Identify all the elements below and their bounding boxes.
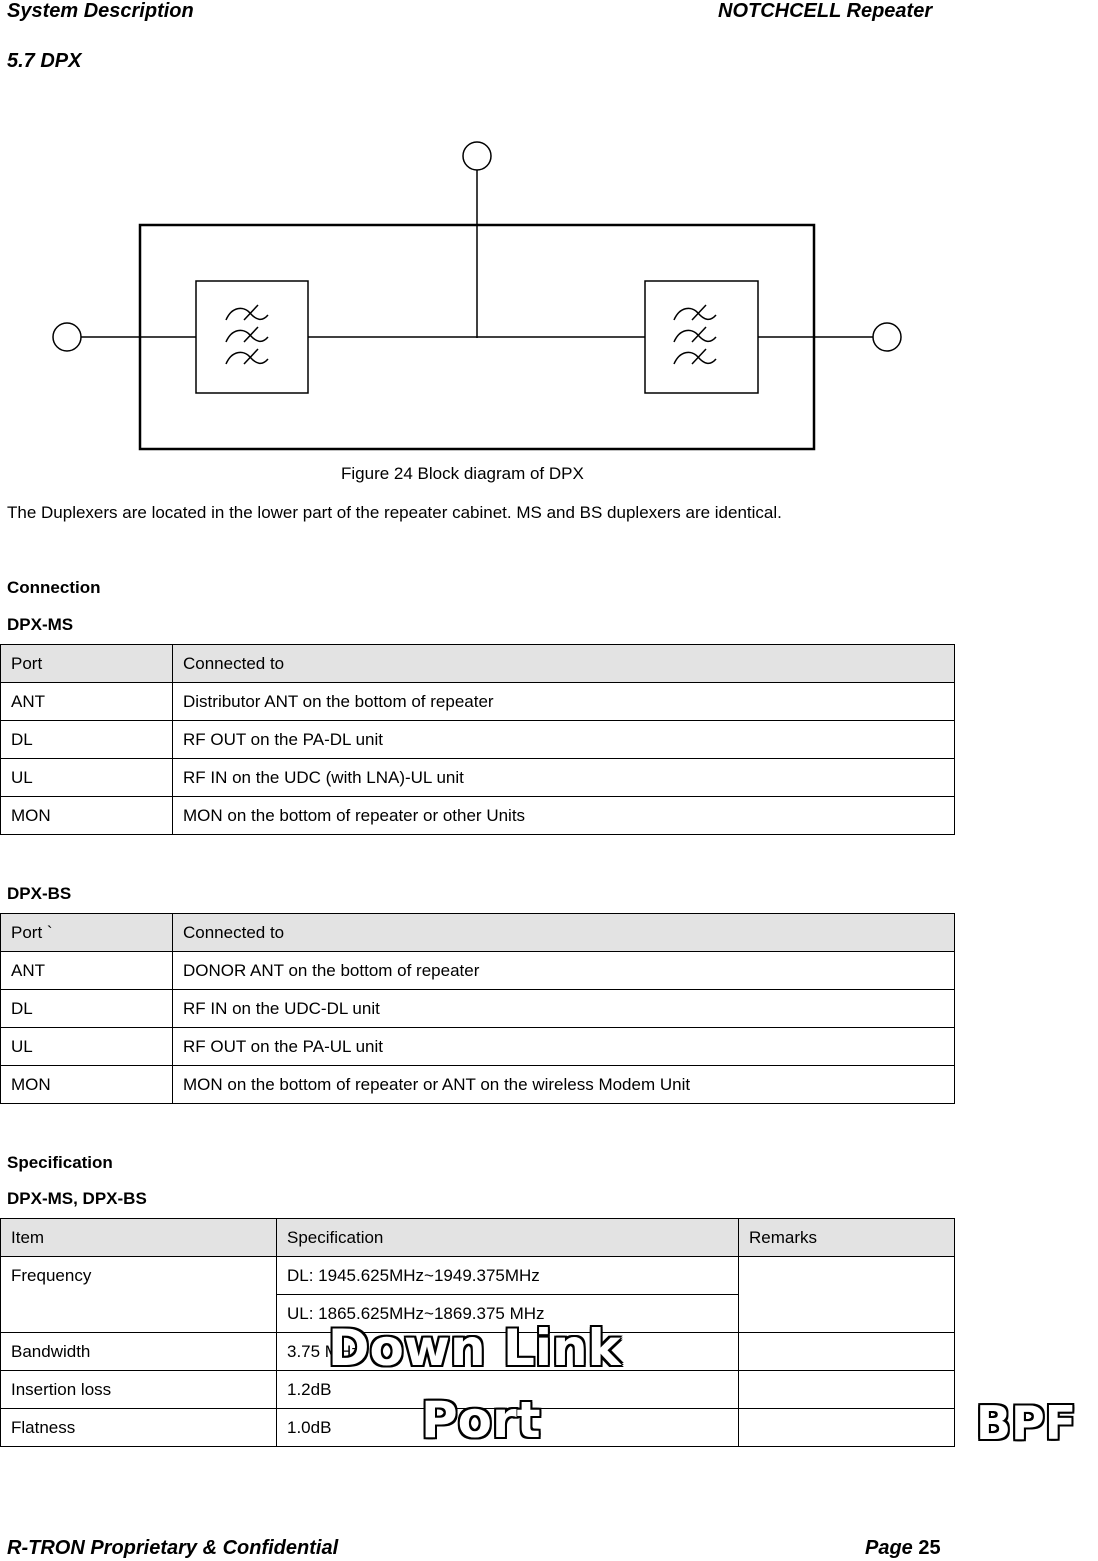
spec-cell: DL: 1945.625MHz~1949.375MHz (276, 1256, 739, 1295)
dpx-bs-table: Port ` Connected to ANT DONOR ANT on the… (0, 913, 955, 1104)
header-cell: Remarks (738, 1218, 955, 1257)
spec-cell: 1.0dB (276, 1408, 739, 1447)
table-header-row: Port ` Connected to (0, 913, 955, 952)
table-header-row: Item Specification Remarks (0, 1218, 955, 1257)
left-bpf-symbol (225, 304, 269, 365)
table-row: ANT DONOR ANT on the bottom of repeater (0, 951, 955, 990)
right-bpf-box (644, 280, 759, 394)
connected-to-cell: MON on the bottom of repeater or ANT on … (172, 1065, 955, 1104)
left-bpf-box (195, 280, 309, 394)
down-link-overlay-line1: Down Link (328, 1319, 621, 1377)
header-cell: Connected to (172, 913, 955, 952)
header-cell: Port (0, 644, 173, 683)
page-label: Page (865, 1537, 913, 1559)
header-right: NOTCHCELL Repeater (718, 0, 933, 22)
spec-table-title: DPX-MS, DPX-BS (7, 1189, 147, 1208)
item-cell: Bandwidth (0, 1332, 277, 1371)
item-cell: Flatness (0, 1408, 277, 1447)
dpx-ms-title: DPX-MS (7, 615, 74, 634)
spec-cell: 3.75 MHz (276, 1332, 739, 1371)
specification-table: Item Specification Remarks Frequency DL:… (0, 1218, 955, 1447)
connected-to-cell: RF IN on the UDC-DL unit (172, 989, 955, 1028)
connected-to-cell: RF OUT on the PA-UL unit (172, 1027, 955, 1066)
footer-left: R-TRON Proprietary & Confidential (7, 1537, 339, 1559)
spec-cell: 1.2dB (276, 1370, 739, 1409)
port-cell: UL (0, 1027, 173, 1066)
header-cell: Specification (276, 1218, 739, 1257)
header-left: System Description (7, 0, 194, 22)
section-title: 5.7 DPX (7, 50, 82, 72)
specification-heading: Specification (7, 1153, 113, 1172)
down-link-overlay-line2: Port (421, 1391, 541, 1449)
port-cell: DL (0, 989, 173, 1028)
table-row: MON MON on the bottom of repeater or ANT… (0, 1065, 955, 1104)
right-bpf-symbol (673, 304, 717, 365)
header-cell: Connected to (172, 644, 955, 683)
item-cell: Frequency (0, 1256, 277, 1333)
port-cell: DL (0, 720, 173, 759)
port-cell: MON (0, 1065, 173, 1104)
table-row: Insertion loss 1.2dB (0, 1370, 955, 1409)
table-row: UL: 1865.625MHz~1869.375 MHz (1, 1294, 955, 1333)
page-number: 25 (918, 1537, 941, 1559)
bpf-overlay: BPF (976, 1396, 1077, 1450)
connection-heading: Connection (7, 578, 101, 597)
connected-to-cell: MON on the bottom of repeater or other U… (172, 796, 955, 835)
header-cell: Port ` (0, 913, 173, 952)
table-row: Flatness 1.0dB (0, 1408, 955, 1447)
connected-to-cell: DONOR ANT on the bottom of repeater (172, 951, 955, 990)
dpx-block-diagram (52, 141, 902, 451)
left-port-circle (52, 322, 82, 352)
table-row: DL RF IN on the UDC-DL unit (0, 989, 955, 1028)
connected-to-cell: RF IN on the UDC (with LNA)-UL unit (172, 758, 955, 797)
dpx-ms-table: Port Connected to ANT Distributor ANT on… (0, 644, 955, 835)
port-cell: ANT (0, 682, 173, 721)
table-row: MON MON on the bottom of repeater or oth… (0, 796, 955, 835)
port-cell: ANT (0, 951, 173, 990)
spec-cell: UL: 1865.625MHz~1869.375 MHz (276, 1294, 739, 1333)
remarks-cell (738, 1370, 955, 1409)
item-cell: Insertion loss (0, 1370, 277, 1409)
table-row: ANT Distributor ANT on the bottom of rep… (0, 682, 955, 721)
figure-caption: Figure 24 Block diagram of DPX (341, 464, 584, 483)
right-port-circle (872, 322, 902, 352)
remarks-cell (738, 1408, 955, 1447)
table-header-row: Port Connected to (0, 644, 955, 683)
intro-paragraph: The Duplexers are located in the lower p… (7, 503, 782, 522)
dpx-bs-title: DPX-BS (7, 884, 72, 903)
table-row: UL RF OUT on the PA-UL unit (0, 1027, 955, 1066)
remarks-cell (738, 1332, 955, 1371)
footer-page: Page 25 (865, 1537, 941, 1560)
port-cell: UL (0, 758, 173, 797)
table-row: UL RF IN on the UDC (with LNA)-UL unit (0, 758, 955, 797)
table-row: DL RF OUT on the PA-DL unit (0, 720, 955, 759)
port-cell: MON (0, 796, 173, 835)
table-row: Frequency DL: 1945.625MHz~1949.375MHz (0, 1256, 955, 1333)
table-row: Bandwidth 3.75 MHz (0, 1332, 955, 1371)
connected-to-cell: RF OUT on the PA-DL unit (172, 720, 955, 759)
connected-to-cell: Distributor ANT on the bottom of repeate… (172, 682, 955, 721)
ant-port-circle (462, 141, 492, 171)
remarks-cell (738, 1256, 955, 1333)
header-cell: Item (0, 1218, 277, 1257)
